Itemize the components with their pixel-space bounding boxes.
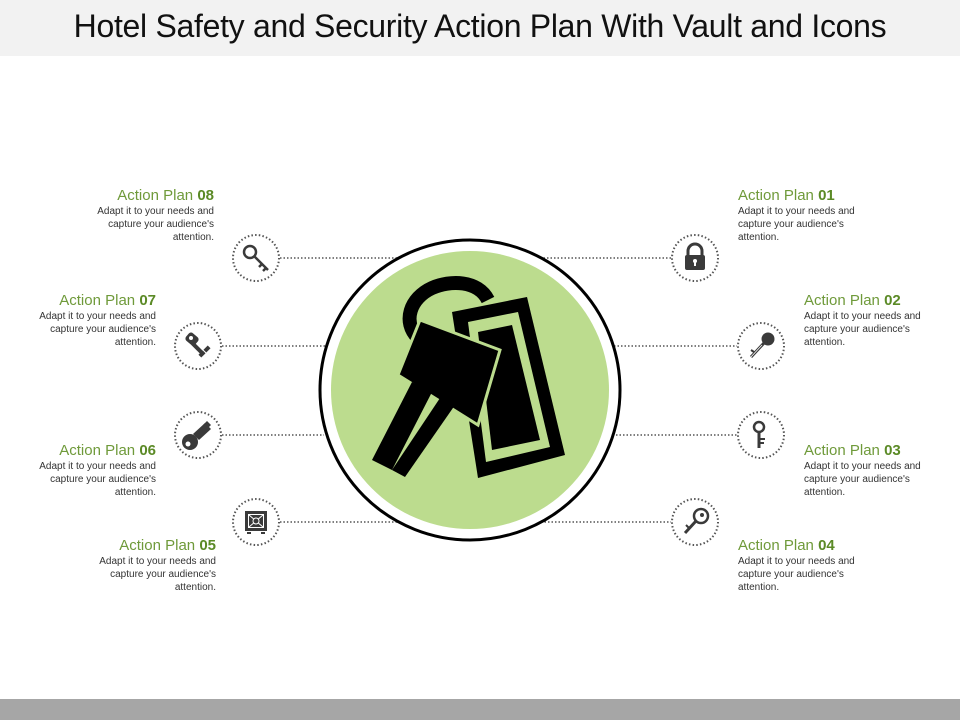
plan-07-icon-button[interactable] [174, 322, 222, 370]
plan-07-block: Action Plan 07 Adapt it to your needs an… [0, 292, 156, 349]
plan-01-block: Action Plan 01 Adapt it to your needs an… [738, 187, 938, 244]
key-diagonal-icon [749, 332, 775, 359]
vault-safe-icon [245, 511, 267, 534]
plan-05-block: Action Plan 05 Adapt it to your needs an… [16, 537, 216, 594]
plan-07-heading: Action Plan 07 [59, 292, 156, 309]
footer-bar [0, 699, 960, 720]
plan-08-heading: Action Plan 08 [117, 187, 214, 204]
key-solid-icon [182, 421, 211, 450]
plan-03-icon-button[interactable] [737, 411, 785, 459]
plan-04-block: Action Plan 04 Adapt it to your needs an… [738, 537, 938, 594]
title-bar: Hotel Safety and Security Action Plan Wi… [0, 0, 960, 56]
plan-06-icon-button[interactable] [174, 411, 222, 459]
connector-lines [222, 257, 737, 523]
plan-03-heading: Action Plan 03 [804, 442, 901, 459]
plan-01-icon-button[interactable] [671, 234, 719, 282]
plan-02-block: Action Plan 02 Adapt it to your needs an… [804, 292, 960, 349]
plan-04-heading: Action Plan 04 [738, 537, 835, 554]
skeleton-key-icon [185, 332, 211, 358]
plan-06-block: Action Plan 06 Adapt it to your needs an… [0, 442, 156, 499]
plan-05-heading: Action Plan 05 [119, 537, 216, 554]
plan-04-icon-button[interactable] [671, 498, 719, 546]
plan-06-heading: Action Plan 06 [59, 442, 156, 459]
hotel-key-card-icon [372, 276, 565, 478]
key-outline-icon [242, 244, 269, 272]
plan-08-block: Action Plan 08 Adapt it to your needs an… [14, 187, 214, 244]
key-outline-icon [683, 507, 710, 535]
plan-02-heading: Action Plan 02 [804, 292, 901, 309]
plan-08-icon-button[interactable] [232, 234, 280, 282]
key-vertical-icon [752, 420, 766, 448]
plan-01-heading: Action Plan 01 [738, 187, 835, 204]
plan-05-icon-button[interactable] [232, 498, 280, 546]
padlock-icon [685, 242, 705, 270]
plan-02-icon-button[interactable] [737, 322, 785, 370]
plan-03-block: Action Plan 03 Adapt it to your needs an… [804, 442, 960, 499]
page-title: Hotel Safety and Security Action Plan Wi… [73, 8, 887, 44]
center-emblem [318, 238, 622, 542]
